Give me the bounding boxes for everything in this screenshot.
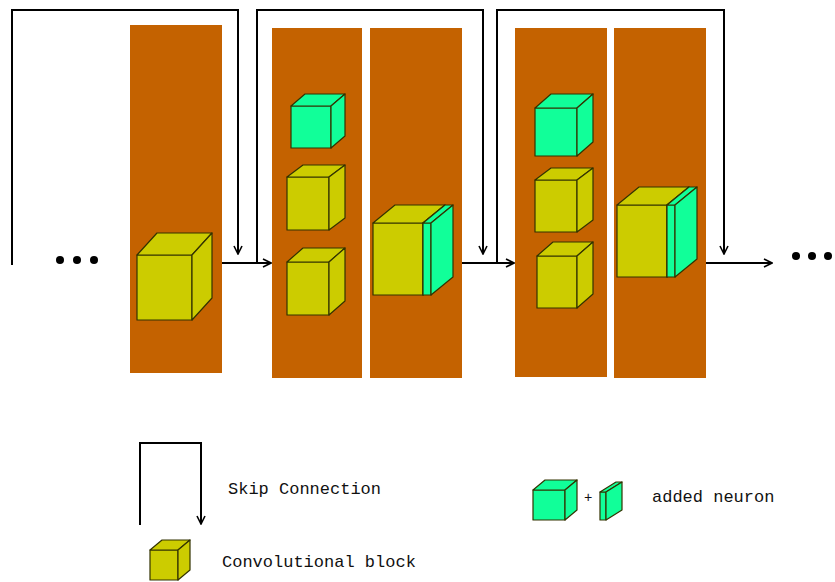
layer-column xyxy=(130,25,222,373)
legend-samples xyxy=(140,443,201,525)
layer-column xyxy=(272,28,362,378)
convolutional-block-sample xyxy=(150,540,190,580)
layer-columns xyxy=(130,25,706,378)
convolutional-block xyxy=(287,248,345,315)
convolutional-block xyxy=(535,168,593,232)
skip-connection-sample xyxy=(140,443,201,525)
added-neuron-sample xyxy=(533,480,577,520)
blocks xyxy=(137,94,697,580)
layer-column xyxy=(614,28,706,378)
legend-text: Convolutional block xyxy=(222,553,416,573)
forward-arrow xyxy=(462,262,514,264)
convolutional-block xyxy=(137,233,212,320)
layer-column xyxy=(370,28,462,378)
added-neuron-slab xyxy=(667,187,697,277)
skip-connection xyxy=(12,10,238,265)
added-neuron-block xyxy=(291,94,345,148)
forward-arrow xyxy=(222,262,271,264)
plus-sign: + xyxy=(584,488,592,508)
added-neuron-slab-sample xyxy=(600,482,622,520)
convolutional-block xyxy=(537,242,593,308)
layer-column xyxy=(515,28,607,377)
added-neuron-slab xyxy=(423,205,453,295)
convolutional-block xyxy=(287,165,345,230)
forward-arrow xyxy=(706,262,772,264)
legend-text: added neuron xyxy=(652,488,774,508)
legend-text: Skip Connection xyxy=(228,480,381,500)
added-neuron-block xyxy=(535,94,593,156)
